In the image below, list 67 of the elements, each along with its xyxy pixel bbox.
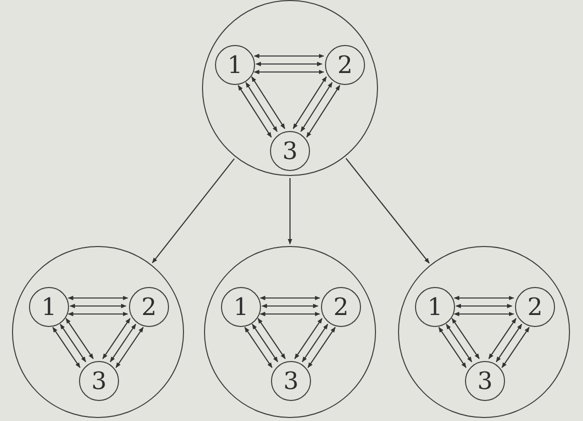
double-arrow <box>244 326 272 368</box>
node-number: 3 <box>283 369 299 393</box>
node-number: 1 <box>41 295 57 319</box>
double-arrow <box>302 324 328 362</box>
node-number: 3 <box>477 369 493 393</box>
group-circle <box>202 0 378 176</box>
double-arrow <box>116 326 144 368</box>
node-circle <box>321 287 361 327</box>
node-circle <box>29 287 69 327</box>
double-arrow <box>52 326 80 368</box>
double-arrow <box>251 76 286 130</box>
node-number: 2 <box>527 295 543 319</box>
node-circle <box>325 45 365 85</box>
double-arrow <box>488 318 516 360</box>
double-arrow <box>454 296 514 300</box>
node-number: 2 <box>141 295 157 319</box>
node-circle <box>515 287 555 327</box>
double-arrow <box>452 318 480 360</box>
node-number: 2 <box>333 295 349 319</box>
double-arrow <box>455 304 513 308</box>
double-arrow <box>69 304 127 308</box>
group-circle <box>12 246 184 418</box>
node-circle <box>129 287 169 327</box>
arrow <box>152 158 235 264</box>
double-arrow <box>496 324 522 362</box>
double-arrow <box>260 312 320 316</box>
double-arrow <box>446 324 472 362</box>
node-number: 1 <box>427 295 443 319</box>
double-arrow <box>454 312 514 316</box>
node-number: 3 <box>282 139 298 163</box>
node-number: 1 <box>233 295 249 319</box>
double-arrow <box>306 84 340 138</box>
double-arrow <box>68 312 128 316</box>
double-arrow <box>260 296 320 300</box>
double-arrow <box>438 326 466 368</box>
double-arrow <box>102 318 130 360</box>
double-arrow <box>308 326 336 368</box>
double-arrow <box>68 296 128 300</box>
double-arrow <box>245 82 278 132</box>
node-circle <box>465 361 505 401</box>
double-arrow <box>261 304 319 308</box>
double-arrow <box>238 84 272 138</box>
double-arrow <box>66 318 94 360</box>
double-arrow <box>60 324 86 362</box>
arrow <box>288 178 292 245</box>
double-arrow <box>254 70 324 74</box>
node-circle <box>215 45 255 85</box>
double-arrow <box>502 326 530 368</box>
node-circle <box>271 361 311 401</box>
group-circle <box>204 246 376 418</box>
double-arrow <box>252 324 278 362</box>
double-arrow <box>254 54 324 58</box>
node-circle <box>415 287 455 327</box>
arrow <box>346 158 430 264</box>
double-arrow <box>258 318 286 360</box>
node-number: 3 <box>91 369 107 393</box>
double-arrow <box>292 76 327 130</box>
node-number: 1 <box>227 53 243 77</box>
node-circle <box>79 361 119 401</box>
node-circle <box>270 131 310 171</box>
node-circle <box>221 287 261 327</box>
node-number: 2 <box>337 53 353 77</box>
group-circle <box>398 246 570 418</box>
double-arrow <box>110 324 136 362</box>
double-arrow <box>294 318 322 360</box>
double-arrow <box>300 82 333 132</box>
double-arrow <box>255 62 323 66</box>
